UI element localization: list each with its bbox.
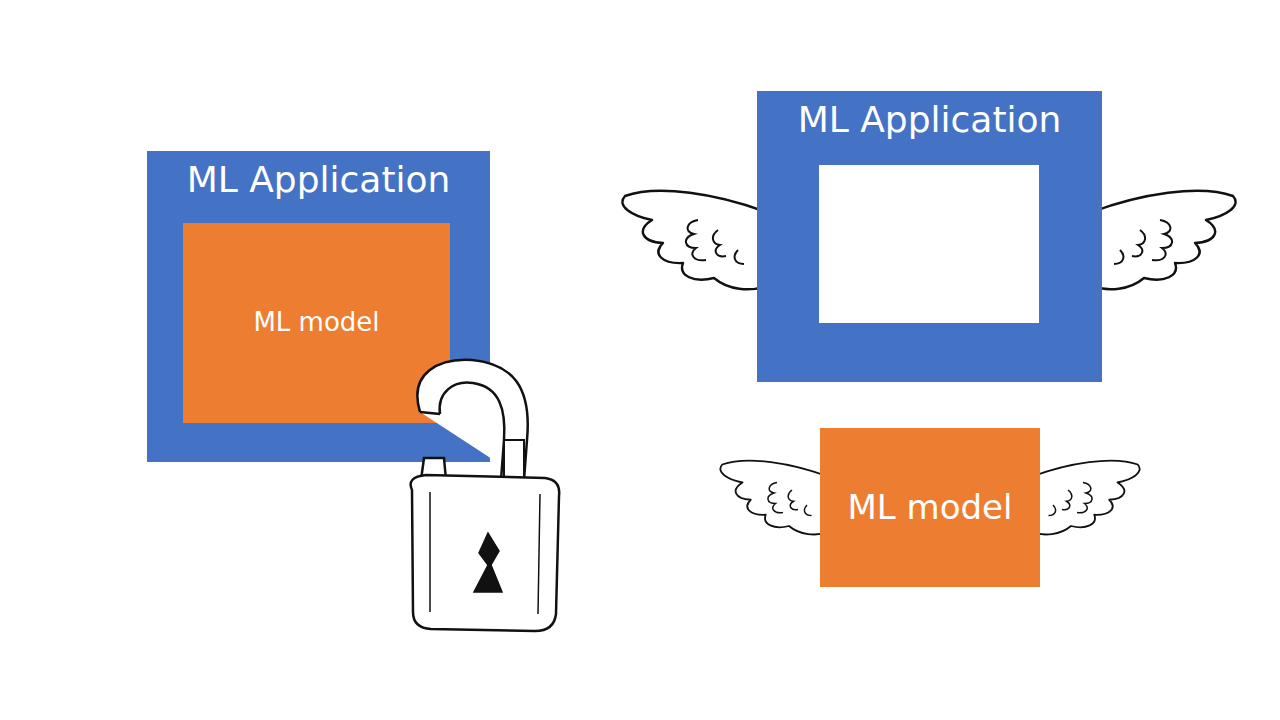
box-heading: ML Application bbox=[757, 99, 1102, 140]
empty-slot bbox=[819, 165, 1039, 323]
box-heading: ML Application bbox=[147, 159, 490, 200]
box-label: ML model bbox=[253, 308, 379, 338]
model-box: ML model bbox=[183, 223, 450, 423]
model-box: ML model bbox=[820, 428, 1040, 587]
box-label: ML model bbox=[848, 488, 1013, 527]
application-box: ML Application bbox=[757, 91, 1102, 382]
